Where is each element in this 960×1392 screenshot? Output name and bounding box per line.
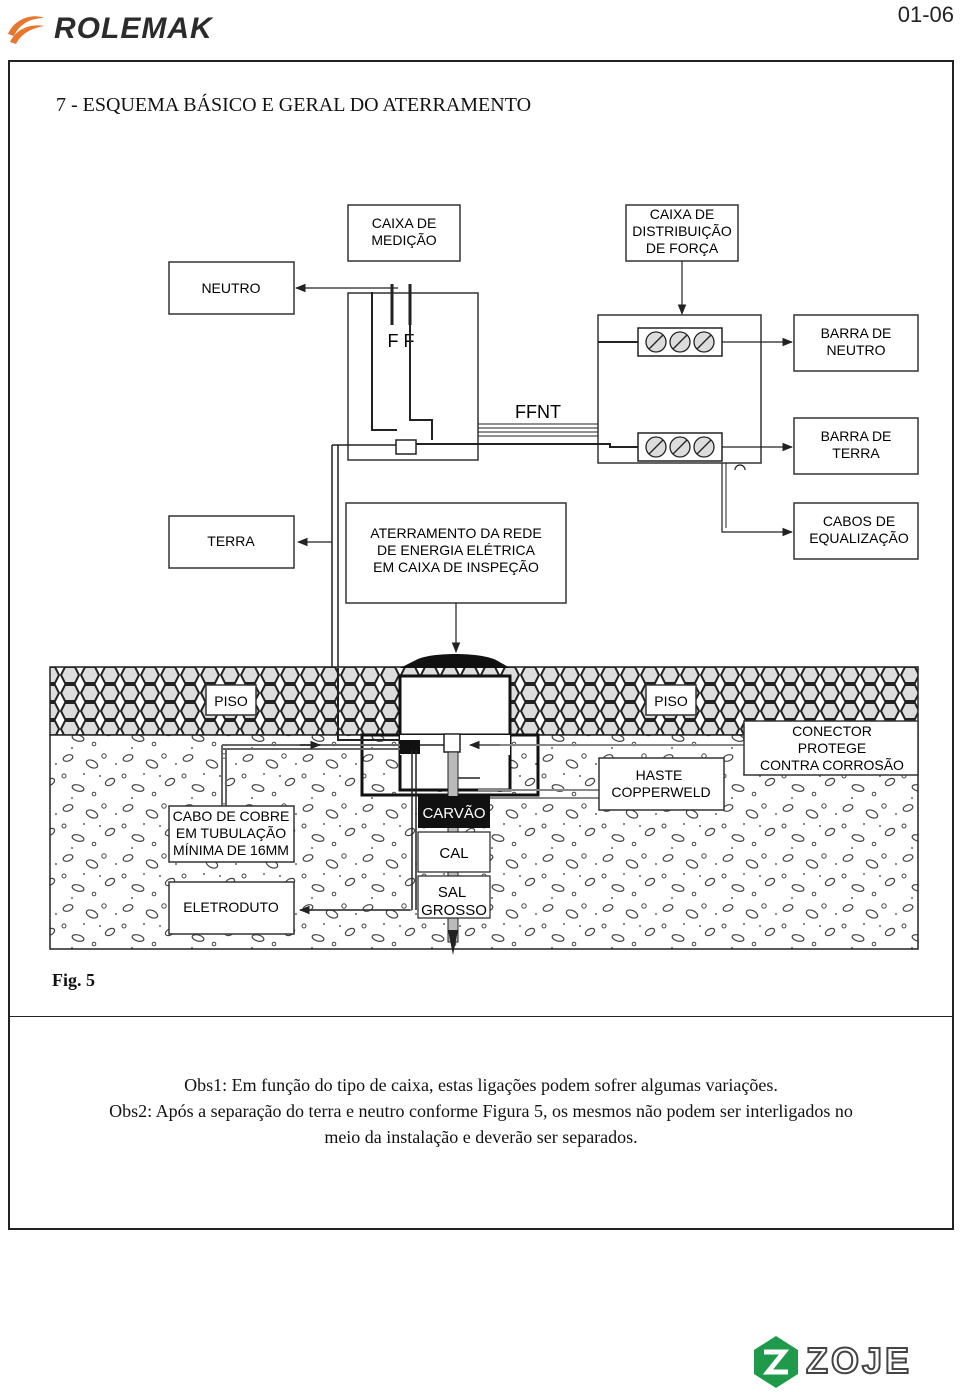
piso-right-box <box>645 684 697 716</box>
eletroduto-box <box>168 881 295 935</box>
brand-name: ROLEMAK <box>54 12 213 45</box>
page-number: 01-06 <box>897 2 954 27</box>
cabos-equalizacao-box <box>793 502 919 560</box>
piso-left-box <box>205 684 257 716</box>
eletroduto-label: ELETRODUTO <box>183 899 279 915</box>
carvao-layer <box>418 796 490 828</box>
ff-label: F F <box>388 331 415 351</box>
barra-neutro-box <box>793 314 919 372</box>
figure-label: Fig. 5 <box>52 970 95 990</box>
rolemak-logo-icon <box>8 16 44 44</box>
caixa-distribuicao-box <box>625 204 739 262</box>
obs2-note-line2: meio da instalação e deverão ser separad… <box>324 1127 638 1147</box>
ffnt-label: FFNT <box>515 402 561 422</box>
sal-grosso-layer <box>417 875 491 919</box>
obs1-note: Obs1: Em função do tipo de caixa, estas … <box>184 1075 778 1095</box>
footer-logo: ZOJE <box>752 1334 956 1390</box>
neutro-label: NEUTRO <box>201 280 260 296</box>
cal-layer <box>417 831 491 873</box>
header: ROLEMAK 01-06 <box>0 0 960 56</box>
piso-left-label: PISO <box>214 693 248 709</box>
obs2-note-line1: Obs2: Após a separação do terra e neutro… <box>109 1101 853 1121</box>
meter-enclosure <box>347 292 479 461</box>
terra-box <box>168 515 295 569</box>
section-title: 7 - ESQUEMA BÁSICO E GERAL DO ATERRAMENT… <box>56 94 532 116</box>
piso-right-label: PISO <box>654 693 688 709</box>
carvao-label: CARVÃO <box>422 805 485 822</box>
neutro-box <box>168 261 295 315</box>
zoje-brand: ZOJE <box>805 1339 913 1382</box>
cabo-cobre-box <box>168 805 295 863</box>
conector-box <box>743 720 919 776</box>
terra-label: TERRA <box>207 533 255 549</box>
barra-terra-box <box>793 417 919 475</box>
zoje-emblem-icon <box>754 1336 798 1388</box>
caixa-medicao-box <box>347 204 461 262</box>
haste-box <box>598 757 725 811</box>
divider <box>10 1016 952 1017</box>
content-frame <box>8 60 954 1230</box>
aterramento-rede-box <box>345 502 567 604</box>
cal-label: CAL <box>439 845 468 862</box>
